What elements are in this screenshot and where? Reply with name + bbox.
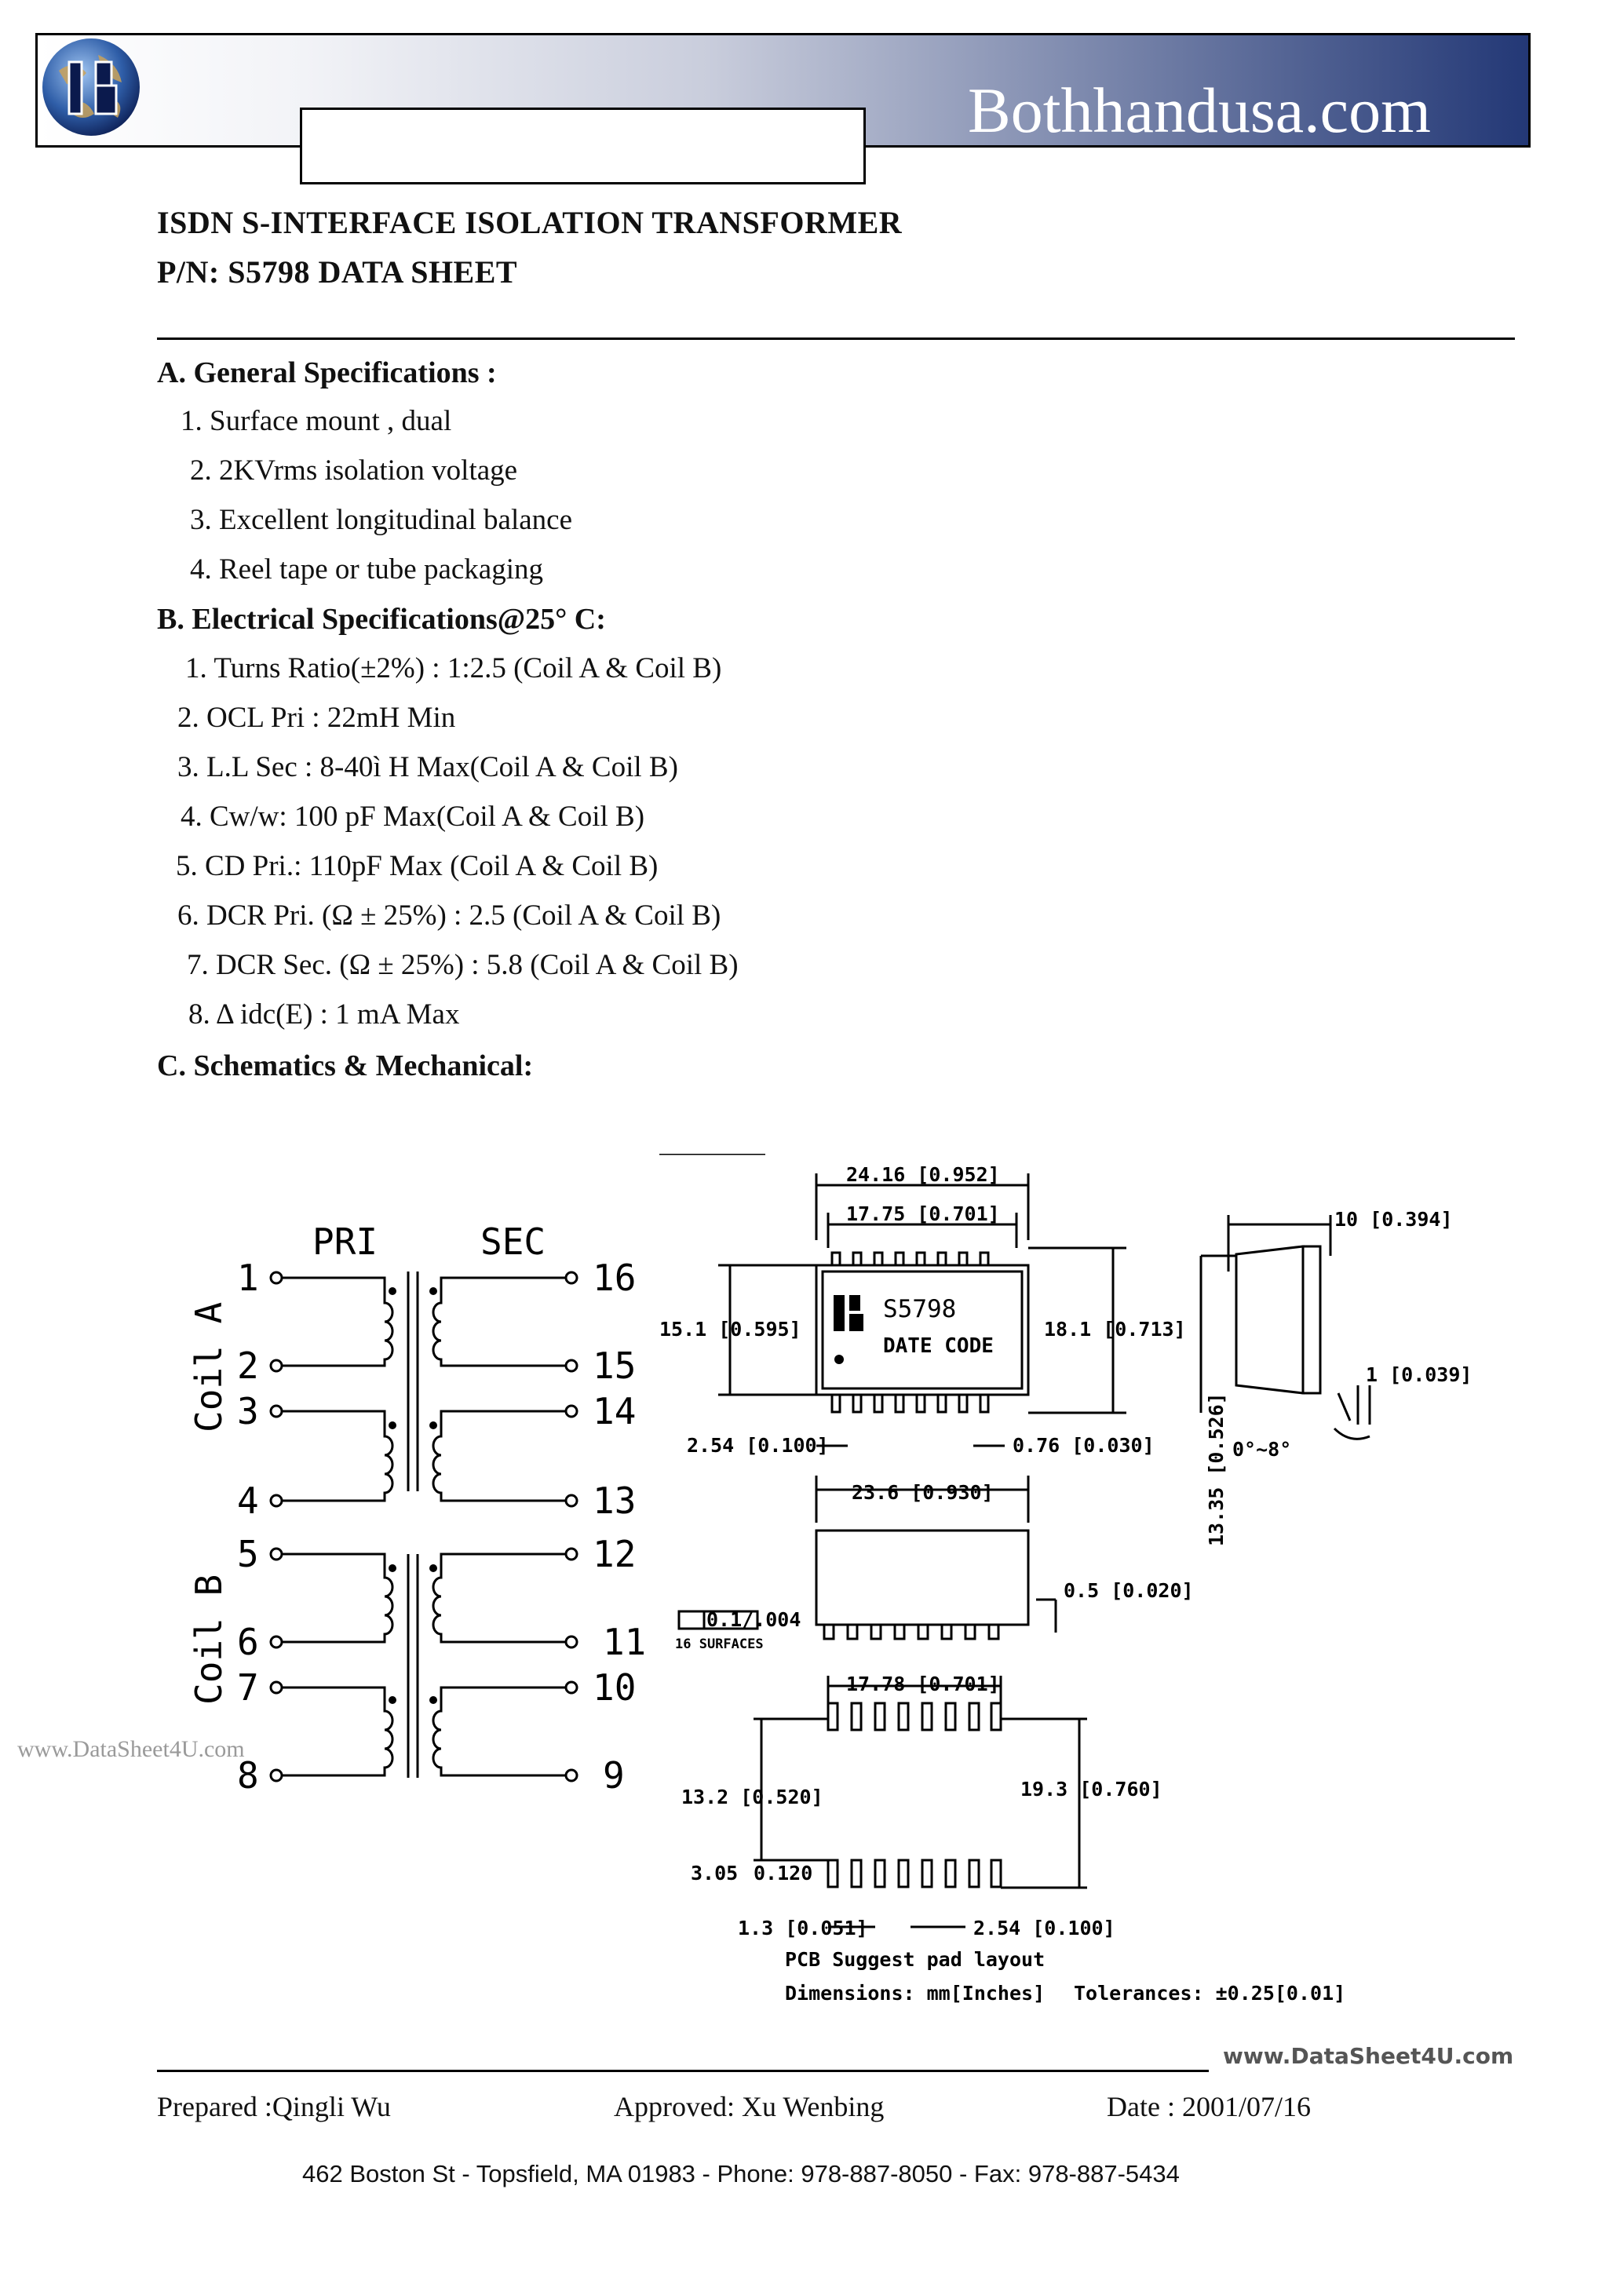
electrical-item: 2. OCL Pri : 22mH Min — [177, 702, 456, 734]
sec-label: SEC — [480, 1220, 546, 1263]
section-a-heading: A. General Specifications : — [157, 356, 497, 389]
dim-angle: 0°~8° — [1232, 1438, 1291, 1461]
dim-right: 18.1 [0.713] — [1044, 1318, 1186, 1341]
prepared-by: Prepared :Qingli Wu — [157, 2091, 391, 2122]
general-item: 1. Surface mount , dual — [181, 405, 452, 437]
dim-top-outer: 24.16 [0.952] — [846, 1163, 1000, 1186]
dim-side-lead: 1 [0.039] — [1366, 1363, 1472, 1386]
pin-label: 15 — [593, 1345, 636, 1387]
site-name: Bothhandusa.com — [968, 75, 1431, 146]
electrical-item: 1. Turns Ratio(±2%) : 1:2.5 (Coil A & Co… — [185, 652, 722, 684]
dim-top-inner: 17.75 [0.701] — [846, 1202, 1000, 1225]
electrical-item: 3. L.L Sec : 8-40ì H Max(Coil A & Coil B… — [177, 751, 678, 783]
pcb-dim-right: 19.3 [0.760] — [1020, 1778, 1162, 1801]
part-label: S5798 — [883, 1295, 956, 1323]
footer-address: 462 Boston St - Topsfield, MA 01983 - Ph… — [302, 2160, 1180, 2187]
general-item: 3. Excellent longitudinal balance — [190, 504, 572, 536]
pin-label: 7 — [237, 1666, 259, 1709]
approved-by: Approved: Xu Wenbing — [614, 2091, 885, 2122]
general-item: 2. 2KVrms isolation voltage — [190, 454, 518, 487]
pin-label: 1 — [237, 1257, 259, 1299]
dim-left: 15.1 [0.595] — [659, 1318, 801, 1341]
pcb-dim-top: 17.78 [0.701] — [846, 1673, 1000, 1695]
electrical-item: 5. CD Pri.: 110pF Max (Coil A & Coil B) — [176, 850, 659, 882]
pin-label: 16 — [593, 1257, 636, 1299]
electrical-item: 7. DCR Sec. (Ω ± 25%) : 5.8 (Coil A & Co… — [187, 949, 739, 981]
flatness-surfaces: 16 SURFACES — [675, 1636, 764, 1652]
pcb-dimensions: Dimensions: mm[Inches] — [785, 1982, 1045, 2005]
pin-label: 12 — [593, 1533, 636, 1575]
doc-date: Date : 2001/07/16 — [1107, 2091, 1311, 2122]
section-c-heading: C. Schematics & Mechanical: — [157, 1049, 534, 1082]
dim-lead-width: 0.76 [0.030] — [1013, 1434, 1155, 1457]
dim-side-height: 13.35 [0.526] — [1205, 1392, 1228, 1546]
pin-label: 4 — [237, 1480, 259, 1522]
electrical-item: 4. Cw/w: 100 pF Max(Coil A & Coil B) — [181, 801, 645, 833]
pin-label: 13 — [593, 1480, 636, 1522]
globe-logo-icon — [42, 38, 140, 136]
transformer-schematic: PRI SEC 1 2 3 4 5 6 7 8 16 15 14 13 12 1… — [188, 1220, 644, 1797]
pcb-caption: PCB Suggest pad layout — [785, 1948, 1045, 1971]
doc-subtitle: P/N: S5798 DATA SHEET — [157, 254, 518, 290]
mechanical-drawing: 24.16 [0.952] 17.75 [0.701] 15.1 [0.595]… — [659, 1154, 1472, 2005]
pin-label: 14 — [593, 1390, 636, 1432]
section-b-heading: B. Electrical Specifications@25° C: — [157, 603, 606, 636]
pin-label: 11 — [603, 1621, 644, 1663]
pin-label: 9 — [603, 1754, 625, 1797]
pri-label: PRI — [312, 1220, 378, 1263]
watermark-left: www.DataSheet4U.com — [17, 1736, 245, 1762]
header-blank-box — [300, 108, 866, 184]
coil-a-label: Coil A — [188, 1302, 230, 1432]
package-logo-icon — [834, 1295, 863, 1364]
electrical-item: 6. DCR Pri. (Ω ± 25%) : 2.5 (Coil A & Co… — [177, 899, 721, 932]
pin-label: 6 — [237, 1621, 259, 1663]
dim-side-top: 10 [0.394] — [1334, 1208, 1453, 1231]
flatness-value: 0.1/.004 — [706, 1608, 801, 1631]
dim-pitch: 2.54 [0.100] — [687, 1434, 829, 1457]
doc-title: ISDN S-INTERFACE ISOLATION TRANSFORMER — [157, 205, 903, 240]
footer-divider — [157, 2070, 1209, 2072]
date-code: DATE CODE — [883, 1334, 994, 1358]
pin-label: 2 — [237, 1345, 259, 1387]
pcb-dim-left: 13.2 [0.520] — [681, 1786, 823, 1808]
pin-label: 10 — [593, 1666, 636, 1709]
pcb-dim-pad-len-inch: 0.120 — [754, 1862, 812, 1885]
dim-lead-thickness: 0.5 [0.020] — [1064, 1579, 1194, 1602]
pcb-dim-pitch: 2.54 [0.100] — [973, 1917, 1115, 1939]
watermark-right: www.DataSheet4U.com — [1223, 2043, 1514, 2069]
pcb-tolerances: Tolerances: ±0.25[0.01] — [1074, 1982, 1345, 2005]
pin-label: 5 — [237, 1533, 259, 1575]
coil-b-label: Coil B — [188, 1574, 230, 1705]
dim-body-len: 23.6 [0.930] — [852, 1481, 994, 1504]
pin-label: 8 — [237, 1754, 259, 1797]
title-divider — [157, 338, 1515, 340]
pin-label: 3 — [237, 1390, 259, 1432]
pcb-dim-pad-width: 1.3 [0.051] — [738, 1917, 868, 1939]
general-item: 4. Reel tape or tube packaging — [190, 553, 543, 586]
pcb-dim-pad-len: 3.05 — [691, 1862, 738, 1885]
electrical-item: 8. Δ idc(E) : 1 mA Max — [188, 998, 460, 1031]
